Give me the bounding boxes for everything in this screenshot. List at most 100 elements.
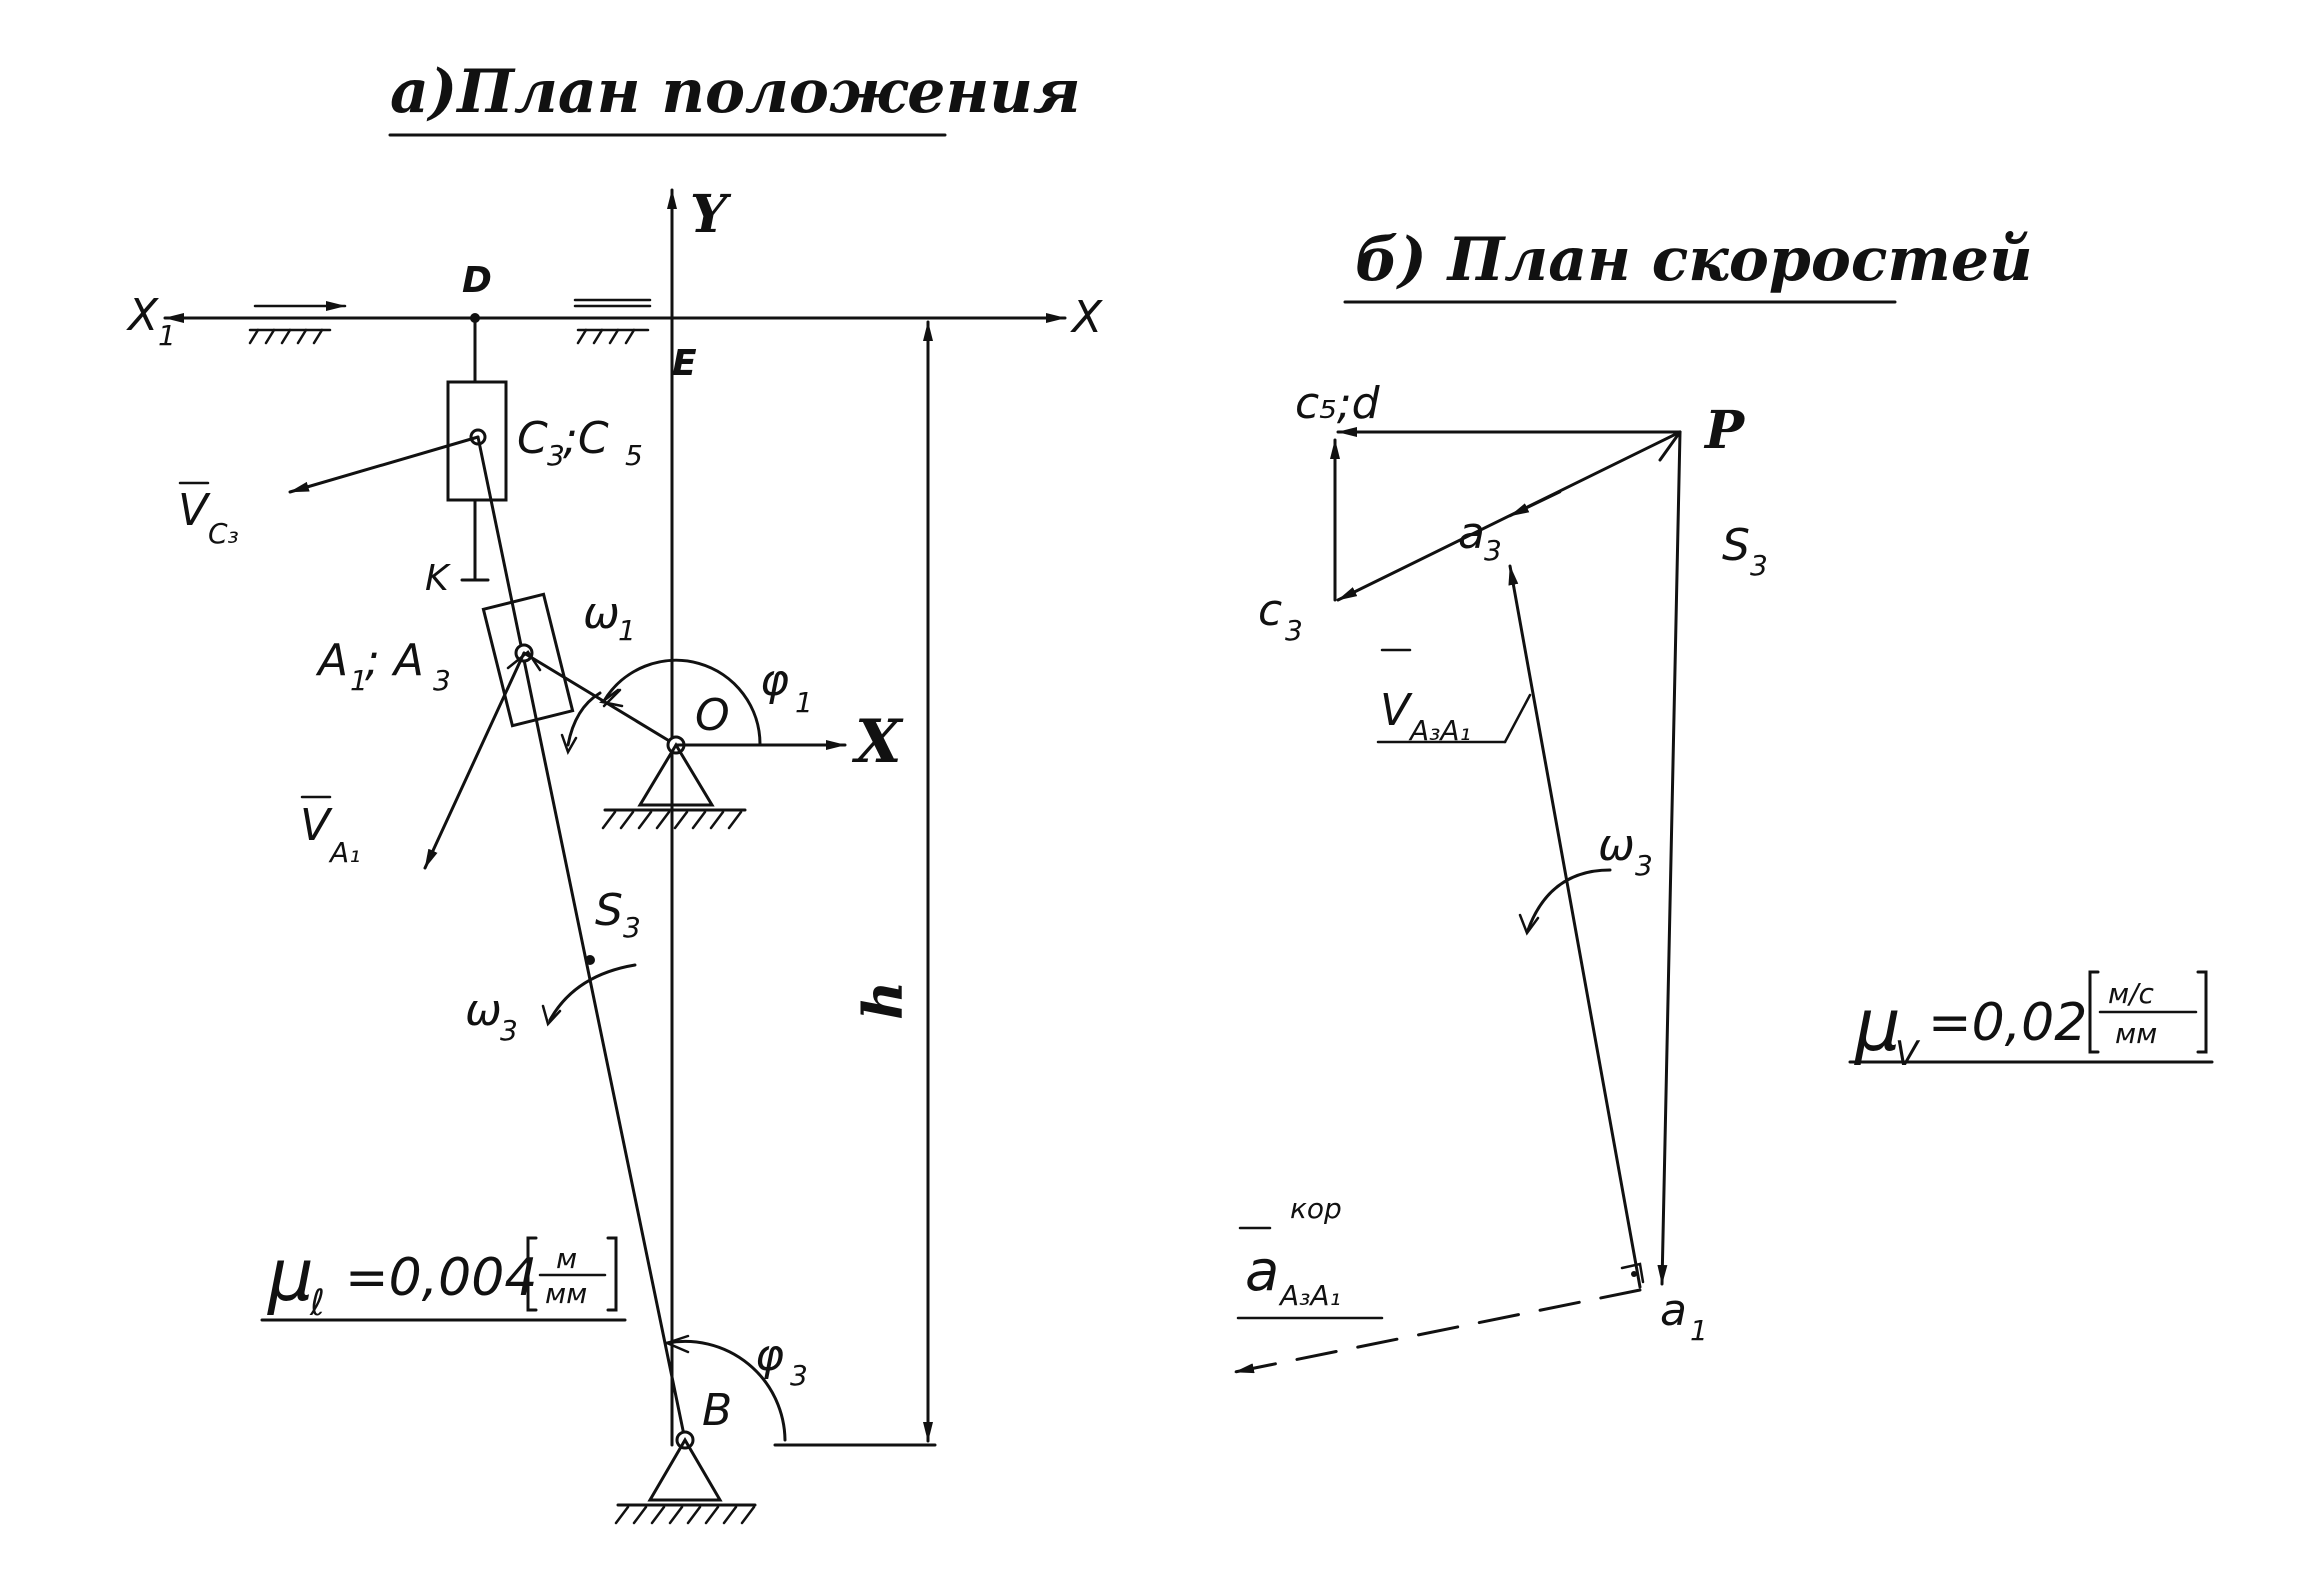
v-a3a1-label-sub: A₃A₁ (1408, 714, 1471, 747)
scale-v-sub: V (1895, 1034, 1921, 1074)
omega3-label-vel-sub: 3 (1635, 849, 1653, 882)
coriolis-label-sup: кор (1290, 1192, 1342, 1225)
c3-label: c (1258, 585, 1282, 636)
point-o-label: O (695, 690, 730, 741)
omega3-arc-vel (1526, 868, 1612, 932)
omega3-arrow-pos (541, 1004, 562, 1027)
point-d-label: D (462, 260, 492, 301)
v-a3a1-leader (1503, 693, 1532, 744)
c5d-label: c₅;d (1295, 378, 1381, 429)
slider-a-label-sep: ; A (365, 635, 424, 686)
point-k-label: K (425, 558, 451, 599)
position-plan: Y X 1 X D E (126, 184, 1103, 1525)
support-o-hatch (601, 810, 743, 830)
phi3-label-sub: 3 (790, 1359, 808, 1392)
omega1-arrow (560, 733, 578, 755)
scale-v-bracket-left (2088, 970, 2100, 1054)
point-e-label: E (672, 343, 697, 384)
omega3-arc-pos (548, 963, 637, 1022)
scale-l-sub: ℓ (309, 1283, 325, 1324)
a1-label: a (1660, 1285, 1687, 1336)
s3-label: S (595, 885, 623, 936)
slider-angle-mark (506, 650, 542, 672)
phi1-label: φ (760, 655, 789, 706)
coriolis-label: a (1245, 1239, 1279, 1304)
scale-v-bracket-right (2196, 970, 2208, 1054)
pole-label: P (1703, 400, 1746, 461)
slider-a-label-sub1: 1 (350, 664, 368, 697)
guide-left (248, 301, 347, 345)
omega1-label-sub: 1 (618, 614, 636, 647)
velocity-plan-title: б) План скоростей (1355, 225, 2033, 295)
phi1-arc (602, 658, 762, 747)
c3-label-sub: 3 (1285, 614, 1303, 647)
v-c3-vector (288, 435, 480, 494)
v-a1-vector (423, 651, 526, 870)
vec-p-a1 (1658, 430, 1682, 462)
x1-axis-label: X (126, 290, 159, 341)
phi3-arrow (663, 1334, 690, 1354)
scale-l-unit-num: м (556, 1242, 577, 1275)
slider-c-label-sub1: 3 (547, 439, 565, 472)
y-axis-label: Y (690, 184, 732, 245)
phi3-arc (665, 1339, 787, 1442)
slider-a-label: A (315, 635, 348, 686)
right-angle-a1 (1620, 1262, 1645, 1284)
slider-a-label-sub2: 3 (433, 664, 451, 697)
s3-vel-label-sub: 3 (1750, 549, 1768, 582)
scale-v-value: =0,02 (1928, 993, 2087, 1053)
scale-l-bracket-left (526, 1236, 538, 1312)
coriolis-label-sub: A₃A₁ (1278, 1279, 1341, 1312)
support-o (637, 742, 715, 807)
scale-l-value: =0,004 (345, 1248, 537, 1308)
coriolis-dashed (1233, 1288, 1642, 1374)
slider-c-label-sep: ;C (563, 413, 609, 464)
x1-axis-label-sub: 1 (158, 319, 176, 352)
slider-a (481, 592, 575, 728)
pa1-vector (1657, 430, 1682, 1286)
scale-v-mu: μ (1854, 983, 1901, 1067)
slider-c-label: C (517, 413, 548, 464)
point-b-label: B (702, 1385, 732, 1436)
crank-oa (522, 651, 678, 747)
scale-v-unit-num: м/с (2108, 977, 2155, 1010)
scale-l-bracket-right (606, 1236, 618, 1312)
a3-label: a (1458, 508, 1485, 559)
v-a3a1-label: V (1380, 685, 1413, 736)
omega1-label: ω (583, 588, 620, 639)
vec-a1-a3 (1508, 564, 1642, 1289)
phi3-label: φ (755, 1330, 784, 1381)
slider-c (446, 380, 508, 502)
point-s3 (585, 955, 595, 965)
x-axis-top-label: X (1070, 292, 1103, 343)
s3-label-sub: 3 (623, 911, 641, 944)
a1-label-sub: 1 (1690, 1314, 1708, 1347)
v-a1-label: V (300, 800, 333, 851)
h-label: h (851, 981, 915, 1020)
omega3-label-pos-sub: 3 (500, 1014, 518, 1047)
slider-c-label-sub2: 5 (625, 439, 643, 472)
velocity-plan: P c₅;d c 3 S 3 a 3 V A₃A₁ ω (1233, 378, 2214, 1374)
a3-label-sub: 3 (1484, 534, 1502, 567)
right-angle-dot (1631, 1271, 1637, 1277)
omega1-arc (566, 691, 602, 747)
guide-right (573, 298, 652, 345)
omega3-label-pos: ω (465, 985, 502, 1036)
phi1-arrow (599, 688, 624, 708)
s3-vel-label: S (1722, 520, 1750, 571)
support-b (647, 1437, 723, 1502)
vec-p-a3-arrow (1508, 490, 1562, 518)
x-axis-crank-label: X (851, 707, 904, 777)
v-c3-label: V (178, 485, 211, 536)
scale-l-mu: μ (267, 1233, 314, 1317)
phi1-label-sub: 1 (795, 686, 813, 719)
v-a1-label-sub: A₁ (328, 836, 360, 869)
scale-v-unit-den: мм (2115, 1017, 2157, 1050)
omega3-arrow-vel (1518, 913, 1540, 936)
link-3 (476, 435, 687, 1442)
scale-l-unit-den: мм (545, 1277, 587, 1310)
position-plan-title: а)План положения (390, 57, 1081, 127)
omega3-label-vel: ω (1598, 820, 1635, 871)
support-b-hatch (614, 1505, 756, 1525)
